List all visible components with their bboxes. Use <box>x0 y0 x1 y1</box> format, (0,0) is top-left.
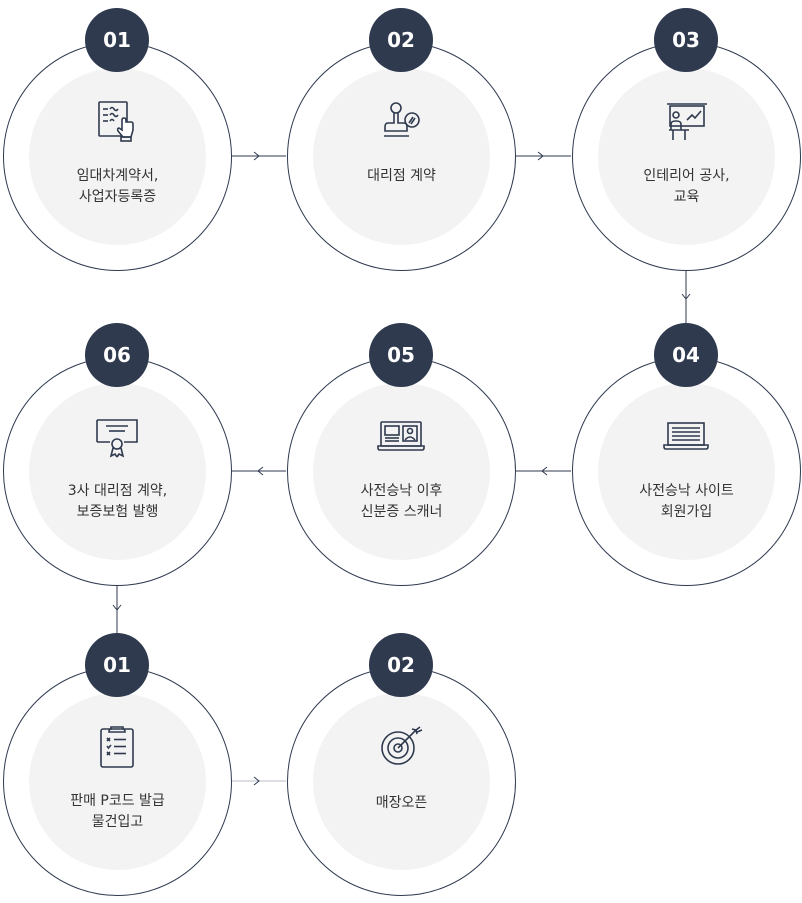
arrow-right-icon <box>537 151 544 161</box>
arrow-right-icon <box>253 776 260 786</box>
step-label-line: 교육 <box>673 189 700 205</box>
stamp-icon <box>376 96 426 146</box>
certificate-icon <box>92 411 142 461</box>
step-label-line: 신분증 스캐너 <box>360 504 443 520</box>
step-inner-circle <box>598 383 775 560</box>
step-number-badge: 02 <box>369 633 433 697</box>
step-number-badge: 04 <box>654 323 718 387</box>
step-label: 임대차계약서, 사업자등록증 <box>29 166 206 208</box>
step-7: 01 판매 P코드 발급 물건입고 <box>3 633 232 896</box>
step-2: 02 대리점 계약 <box>287 8 516 271</box>
step-number-badge: 01 <box>85 8 149 72</box>
target-dart-icon <box>376 721 426 771</box>
step-label: 3사 대리점 계약, 보증보험 발행 <box>29 481 206 523</box>
step-label: 인테리어 공사, 교육 <box>598 166 775 208</box>
step-label-line: 사업자등록증 <box>78 189 157 205</box>
arrow-down-icon <box>681 293 691 300</box>
id-card-scanner-icon <box>376 411 426 461</box>
step-label-line: 판매 P코드 발급 <box>70 793 165 809</box>
step-inner-circle <box>29 383 206 560</box>
step-4: 04 사전승낙 사이트 회원가입 <box>572 323 801 586</box>
step-inner-circle <box>313 383 490 560</box>
step-label-line: 사전승낙 사이트 <box>639 483 734 499</box>
step-label-line: 사전승낙 이후 <box>360 483 443 499</box>
step-label-line: 3사 대리점 계약, <box>67 483 168 499</box>
step-number-badge: 06 <box>85 323 149 387</box>
step-inner-circle <box>313 693 490 870</box>
step-label-line: 대리점 계약 <box>367 168 436 184</box>
step-1: 01 임대차계약서, 사업자등록증 <box>3 8 232 271</box>
step-label: 판매 P코드 발급 물건입고 <box>29 791 206 833</box>
step-number-badge: 02 <box>369 8 433 72</box>
arrow-left-icon <box>541 466 548 476</box>
step-inner-circle <box>598 68 775 245</box>
step-label-line: 회원가입 <box>660 504 713 520</box>
step-number-badge: 05 <box>369 323 433 387</box>
arrow-left-icon <box>257 466 264 476</box>
step-label: 사전승낙 이후 신분증 스캐너 <box>313 481 490 523</box>
laptop-icon <box>661 411 711 461</box>
step-5: 05 사전승낙 이후 신분증 스캐너 <box>287 323 516 586</box>
presentation-board-icon <box>661 96 711 146</box>
clipboard-checklist-icon <box>92 721 142 771</box>
step-8: 02 매장오픈 <box>287 633 516 896</box>
step-inner-circle <box>29 693 206 870</box>
step-label-line: 매장오픈 <box>375 795 428 811</box>
step-label-line: 임대차계약서, <box>76 168 159 184</box>
step-6: 06 3사 대리점 계약, 보증보험 발행 <box>3 323 232 586</box>
step-inner-circle <box>313 68 490 245</box>
step-label: 사전승낙 사이트 회원가입 <box>598 481 775 523</box>
contract-sign-icon <box>92 96 142 146</box>
step-label-line: 물건입고 <box>91 814 144 830</box>
arrow-right-icon <box>253 151 260 161</box>
arrow-down-icon <box>112 604 122 611</box>
step-number-badge: 03 <box>654 8 718 72</box>
step-label-line: 인테리어 공사, <box>643 168 730 184</box>
step-3: 03 인테리어 공사, 교육 <box>572 8 801 271</box>
step-label: 매장오픈 <box>313 793 490 814</box>
step-inner-circle <box>29 68 206 245</box>
step-label-line: 보증보험 발행 <box>76 504 159 520</box>
step-number-badge: 01 <box>85 633 149 697</box>
step-label: 대리점 계약 <box>313 166 490 187</box>
